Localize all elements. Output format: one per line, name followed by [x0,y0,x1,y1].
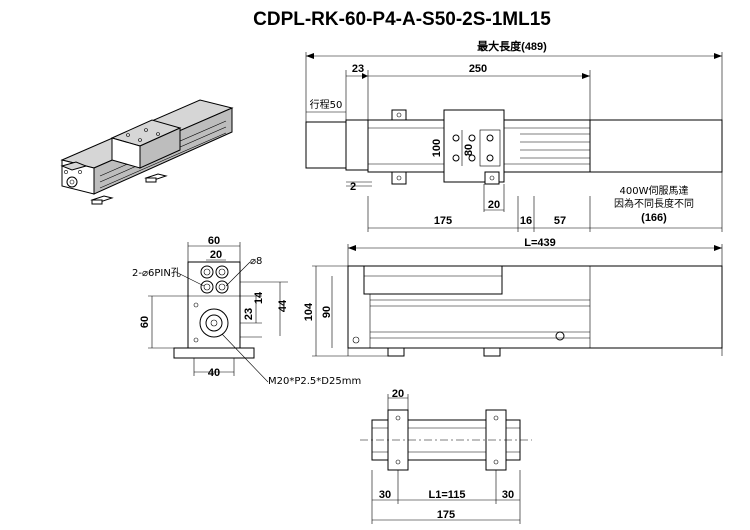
dim-175-top: 175 [434,215,452,227]
motor-note-line2: 因為不同長度不同 [614,197,694,210]
bottom-view: 20 30 L1=115 30 175 [360,388,532,524]
dim-20-end: 20 [210,249,222,261]
side-view: L=439 104 90 [303,237,723,357]
drawing-title: CDPL-RK-60-P4-A-S50-2S-1ML15 [253,9,551,30]
dim-104: 104 [303,302,315,321]
motor-note-line3: (166) [641,212,667,224]
dim-90: 90 [321,306,333,318]
dim-60-left: 60 [139,316,151,328]
dim-20-top: 20 [488,199,500,211]
max-length-label: 最大長度(489) [477,39,547,53]
dim-30-right: 30 [502,489,514,501]
dim-2: 2 [350,181,356,193]
stroke-label: 行程50 [310,98,343,111]
dim-100: 100 [431,139,443,157]
motor-note-line1: 400W伺服馬達 [620,184,689,197]
dim-40: 40 [208,367,220,379]
top-view: 最大長度(489) 23 250 行程50 [305,39,723,232]
dim-23-top: 23 [352,63,364,75]
dim-23-end: 23 [243,308,255,320]
dim-30-left: 30 [379,489,391,501]
dim-250: 250 [469,63,487,75]
hole-diameter-label: ⌀8 [250,256,262,267]
thread-label: M20*P2.5*D25mm [268,376,361,387]
total-length-label: L=439 [524,237,556,249]
dim-175-bottom: 175 [437,509,455,521]
dim-80: 80 [463,144,475,156]
dim-16: 16 [520,215,532,227]
dim-60-top: 60 [208,235,220,247]
end-view: 60 20 2-⌀6PIN孔 ⌀8 60 [132,235,361,387]
dim-l1: L1=115 [428,489,465,501]
pin-hole-label: 2-⌀6PIN孔 [132,267,181,279]
dim-20-bottom: 20 [392,388,404,400]
dim-57: 57 [554,215,566,227]
isometric-view [60,99,234,205]
dim-44: 44 [277,299,289,312]
dim-14-end: 14 [253,291,265,304]
